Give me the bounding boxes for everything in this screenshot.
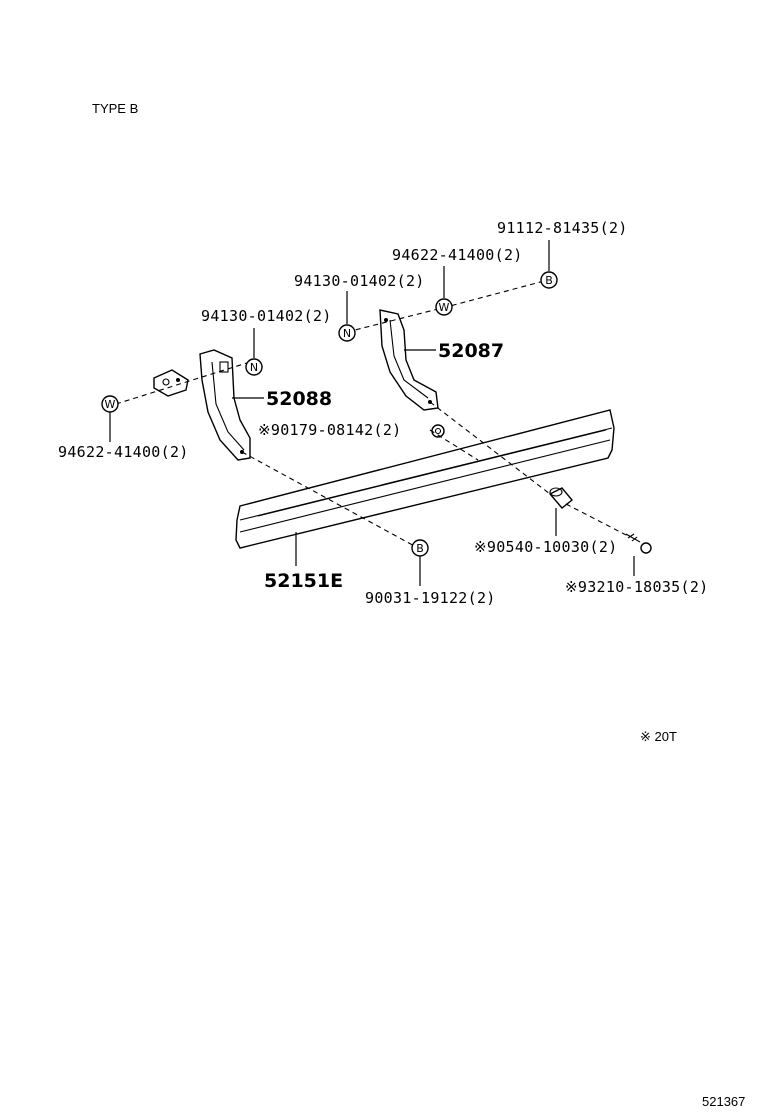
- figure-id: 521367: [702, 1094, 745, 1109]
- part-label-90540-10030: ※90540-10030(2): [474, 538, 618, 556]
- mounting-plate: [153, 369, 189, 397]
- part-label-91112-81435: 91112-81435(2): [497, 219, 628, 237]
- svg-text:W: W: [439, 301, 450, 314]
- svg-text:W: W: [105, 398, 116, 411]
- bolt-symbol-bottom: B: [411, 539, 429, 557]
- leader-lines: [109, 240, 635, 586]
- bolt-93210: [625, 533, 652, 554]
- nut-symbol-right: N: [338, 324, 356, 342]
- svg-text:N: N: [343, 327, 351, 340]
- svg-text:B: B: [416, 542, 424, 555]
- assembly-lines: [115, 279, 629, 549]
- part-label-94622-41400-left: 94622-41400(2): [58, 443, 189, 461]
- part-label-94622-41400-top: 94622-41400(2): [392, 246, 523, 264]
- step-bar-52151e: [235, 409, 615, 549]
- part-label-90031-19122: 90031-19122(2): [365, 589, 496, 607]
- part-label-94130-01402-right: 94130-01402(2): [294, 272, 425, 290]
- part-label-52088: 52088: [266, 388, 332, 410]
- part-label-93210-18035: ※93210-18035(2): [565, 578, 709, 596]
- svg-text:N: N: [250, 361, 258, 374]
- bracket-52088: [199, 349, 251, 461]
- type-label: TYPE B: [92, 101, 138, 116]
- footnote-20t: ※ 20T: [640, 729, 677, 744]
- part-label-90179-08142: ※90179-08142(2): [258, 421, 402, 439]
- washer-symbol-left: W: [101, 395, 119, 413]
- part-label-52151e: 52151E: [264, 570, 343, 592]
- bracket-52087: [379, 309, 439, 411]
- bushing-90540: [548, 487, 573, 509]
- nut-symbol-left: N: [245, 358, 263, 376]
- washer-symbol-top: W: [435, 298, 453, 316]
- bolt-symbol-top: B: [540, 271, 558, 289]
- svg-text:B: B: [545, 274, 553, 287]
- part-label-52087: 52087: [438, 340, 504, 362]
- part-label-94130-01402-left: 94130-01402(2): [201, 307, 332, 325]
